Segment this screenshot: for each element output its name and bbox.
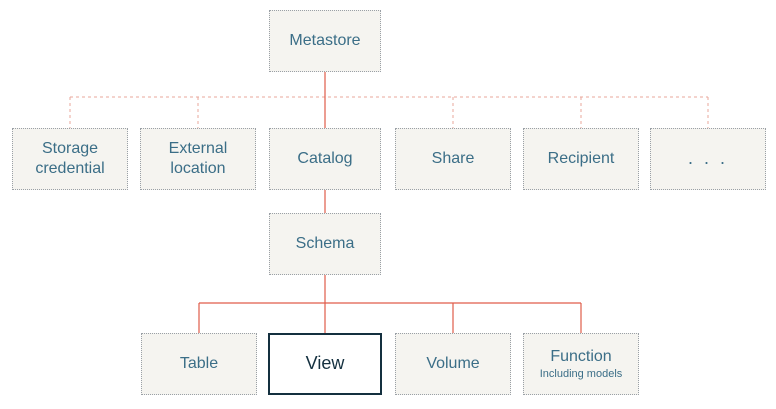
node-recipient[interactable]: Recipient: [523, 128, 639, 190]
node-storage-credential[interactable]: Storage credential: [12, 128, 128, 190]
node-storage-credential-label: Storage credential: [35, 140, 105, 177]
node-external-location[interactable]: External location: [140, 128, 256, 190]
node-catalog[interactable]: Catalog: [269, 128, 381, 190]
node-view[interactable]: View: [268, 333, 382, 395]
node-view-label: View: [305, 353, 345, 374]
node-function[interactable]: Function Including models: [523, 333, 639, 395]
node-volume[interactable]: Volume: [395, 333, 511, 395]
node-metastore[interactable]: Metastore: [269, 10, 381, 72]
node-more[interactable]: . . .: [650, 128, 766, 190]
node-table-label: Table: [179, 355, 219, 373]
node-function-sublabel: Including models: [539, 368, 623, 381]
node-recipient-label: Recipient: [547, 150, 615, 168]
node-catalog-label: Catalog: [297, 150, 353, 168]
node-function-label: Function: [550, 347, 612, 365]
node-metastore-label: Metastore: [289, 32, 361, 50]
node-volume-label: Volume: [426, 355, 480, 373]
node-more-label: . . .: [687, 148, 728, 169]
node-schema-label: Schema: [295, 235, 355, 253]
node-schema[interactable]: Schema: [269, 213, 381, 275]
node-external-location-label: External location: [168, 140, 228, 177]
node-share[interactable]: Share: [395, 128, 511, 190]
node-table[interactable]: Table: [141, 333, 257, 395]
node-share-label: Share: [431, 150, 475, 168]
